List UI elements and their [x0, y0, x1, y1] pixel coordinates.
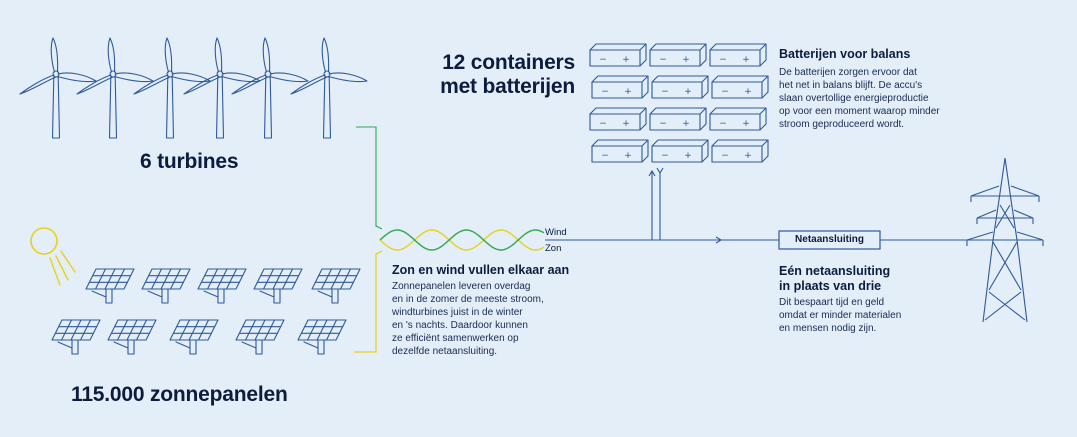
batteries-info-title: Batterijen voor balans — [779, 47, 911, 61]
mix-info-line: windturbines juist in de winter — [392, 307, 523, 318]
batteries-info-line: op voor een moment waarop minder — [779, 106, 940, 117]
turbines-group — [19, 37, 368, 139]
connection-line: en mensen nodig zijn. — [779, 323, 877, 334]
battery-container-icon: −+ — [591, 139, 649, 163]
wind-turbine-icon — [290, 37, 368, 139]
mix-info-title: Zon en wind vullen elkaar aan — [392, 263, 570, 277]
batteries-info-line: het net in balans blijft. De accu's — [779, 80, 923, 91]
sun-wire — [354, 250, 383, 353]
wind-turbine-icon — [133, 37, 211, 139]
connection-line: omdat er minder materialen — [779, 310, 902, 321]
minus-sign: − — [599, 55, 607, 65]
braided-wave — [379, 229, 545, 251]
sun-wire-label: Zon — [545, 243, 562, 254]
solar-panel-icon — [51, 319, 101, 355]
containers-label-line1: 12 containers — [442, 51, 575, 74]
plus-sign: + — [684, 151, 692, 161]
mix-info-line: Zonnepanelen leveren overdag — [392, 281, 531, 292]
battery-container-icon: −+ — [589, 107, 647, 131]
batteries-info-text: De batterijen zorgen ervoor dat het net … — [779, 66, 940, 131]
minus-sign: − — [719, 119, 727, 129]
solar-panel-icon — [169, 319, 219, 355]
plus-sign: + — [624, 87, 632, 97]
minus-sign: − — [719, 55, 727, 65]
mix-info-line: ze efficiënt samenwerken op — [392, 333, 519, 344]
minus-sign: − — [599, 119, 607, 129]
battery-containers-group: −+−+−+−+−+−+−+−+−+−+−+−+ — [589, 43, 769, 163]
connection-text: Dit bespaart tijd en geld omdat er minde… — [779, 296, 901, 335]
plus-sign: + — [742, 119, 750, 129]
minus-sign: − — [721, 151, 729, 161]
minus-sign: − — [721, 87, 729, 97]
battery-container-icon: −+ — [709, 43, 767, 67]
battery-container-icon: −+ — [651, 139, 709, 163]
battery-container-icon: −+ — [589, 43, 647, 67]
connection-title: Eén netaansluiting in plaats van drie — [779, 264, 890, 294]
plus-sign: + — [742, 55, 750, 65]
braided-wave — [379, 229, 545, 251]
grid-connection-box — [778, 230, 881, 250]
solar-panel-icon — [85, 268, 135, 304]
plus-sign: + — [684, 87, 692, 97]
containers-label: 12 containers met batterijen — [423, 51, 575, 99]
plus-sign: + — [682, 119, 690, 129]
connection-title-line2: in plaats van drie — [779, 279, 882, 293]
solar-panel-icon — [311, 268, 361, 304]
grid-connection-box-label: Netaansluiting — [795, 234, 864, 245]
battery-container-icon: −+ — [649, 43, 707, 67]
battery-container-icon: −+ — [711, 139, 769, 163]
solar-label: 115.000 zonnepanelen — [71, 383, 288, 406]
plus-sign: + — [624, 151, 632, 161]
plus-sign: + — [682, 55, 690, 65]
mix-info-line: en 's nachts. Daardoor kunnen — [392, 320, 528, 331]
mix-info-text: Zonnepanelen leveren overdag en in de zo… — [392, 280, 544, 358]
wind-turbine-icon — [19, 37, 97, 139]
wind-wire-label: Wind — [545, 227, 567, 238]
solar-panel-icon — [253, 268, 303, 304]
solar-panel-icon — [235, 319, 285, 355]
arrow-icon — [715, 236, 723, 244]
solar-panel-icon — [197, 268, 247, 304]
minus-sign: − — [661, 87, 669, 97]
minus-sign: − — [659, 55, 667, 65]
plus-sign: + — [744, 87, 752, 97]
battery-container-icon: −+ — [711, 75, 769, 99]
minus-sign: − — [659, 119, 667, 129]
minus-sign: − — [601, 151, 609, 161]
battery-container-icon: −+ — [649, 107, 707, 131]
plus-sign: + — [744, 151, 752, 161]
wind-turbine-icon — [231, 37, 309, 139]
plus-sign: + — [622, 119, 630, 129]
battery-container-icon: −+ — [651, 75, 709, 99]
minus-sign: − — [661, 151, 669, 161]
wind-wire — [356, 126, 383, 230]
batteries-info-line: slaan overtollige energieproductie — [779, 93, 929, 104]
plus-sign: + — [622, 55, 630, 65]
arrow-down-icon — [656, 167, 664, 175]
arrow-up-icon — [648, 169, 656, 177]
connection-line: Dit bespaart tijd en geld — [779, 297, 885, 308]
turbines-label: 6 turbines — [140, 150, 239, 173]
batteries-info-line: De batterijen zorgen ervoor dat — [779, 67, 917, 78]
mix-info-line: en in de zomer de meeste stroom, — [392, 294, 544, 305]
solar-panel-icon — [141, 268, 191, 304]
battery-container-icon: −+ — [709, 107, 767, 131]
solar-panel-icon — [107, 319, 157, 355]
sun-icon — [30, 227, 76, 286]
solar-panel-icon — [297, 319, 347, 355]
solar-panels-group — [51, 268, 361, 355]
wind-turbine-icon — [183, 37, 261, 139]
power-wires — [354, 126, 977, 353]
wind-turbine-icon — [76, 37, 154, 139]
battery-container-icon: −+ — [591, 75, 649, 99]
minus-sign: − — [601, 87, 609, 97]
mix-info-line: dezelfde netaansluiting. — [392, 346, 498, 357]
power-pylon-icon — [966, 157, 1044, 323]
containers-label-line2: met batterijen — [440, 75, 575, 98]
connection-title-line1: Eén netaansluiting — [779, 264, 891, 278]
batteries-info-line: stroom geproduceerd wordt. — [779, 119, 905, 130]
